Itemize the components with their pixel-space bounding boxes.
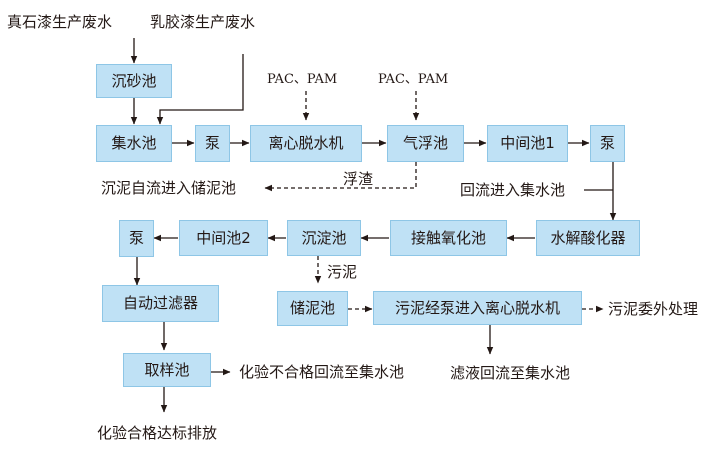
pump-box-3: 泵 [119, 220, 154, 257]
sludge-label: 污泥 [327, 263, 358, 281]
return-to-collection-label: 回流进入集水池 [460, 181, 566, 199]
scum-label: 浮渣 [343, 170, 374, 188]
dosing-label-1: PAC、PAM [267, 72, 338, 87]
latex-paint-wastewater-label: 乳胶漆生产废水 [150, 13, 256, 31]
pump-box-1: 泵 [195, 125, 230, 162]
sludge-storage-tank-box: 储泥池 [277, 291, 348, 326]
filtrate-return-label: 滤液回流至集水池 [450, 364, 571, 382]
auto-filter-box: 自动过滤器 [102, 285, 219, 322]
arrow-latex-to-collection [156, 54, 244, 125]
sedimentation-tank-box: 沉淀池 [287, 220, 361, 256]
pump-box-2: 泵 [590, 125, 625, 162]
hydrolysis-acidifier-box: 水解酸化器 [536, 220, 640, 256]
sludge-self-flow-label: 沉泥自流进入储泥池 [101, 179, 237, 197]
contact-oxidation-tank-box: 接触氧化池 [390, 220, 507, 256]
centrifugal-dewaterer-box: 离心脱水机 [250, 125, 362, 162]
test-fail-return-label: 化验不合格回流至集水池 [239, 363, 405, 381]
dosing-label-2: PAC、PAM [378, 72, 449, 87]
grit-chamber-box: 沉砂池 [96, 64, 172, 98]
test-pass-discharge-label: 化验合格达标排放 [97, 424, 218, 442]
stone-paint-wastewater-label: 真石漆生产废水 [7, 13, 113, 31]
dashed-scum-to-sludge [264, 162, 417, 192]
collection-tank-box: 集水池 [96, 125, 172, 162]
sludge-outsourced-label: 污泥委外处理 [608, 300, 699, 318]
air-flotation-tank-box: 气浮池 [387, 125, 464, 162]
intermediate-tank-2-box: 中间池2 [179, 220, 268, 256]
sludge-to-dewaterer-box: 污泥经泵进入离心脱水机 [373, 291, 582, 325]
intermediate-tank-1-box: 中间池1 [487, 125, 568, 162]
sampling-tank-box: 取样池 [123, 353, 211, 387]
